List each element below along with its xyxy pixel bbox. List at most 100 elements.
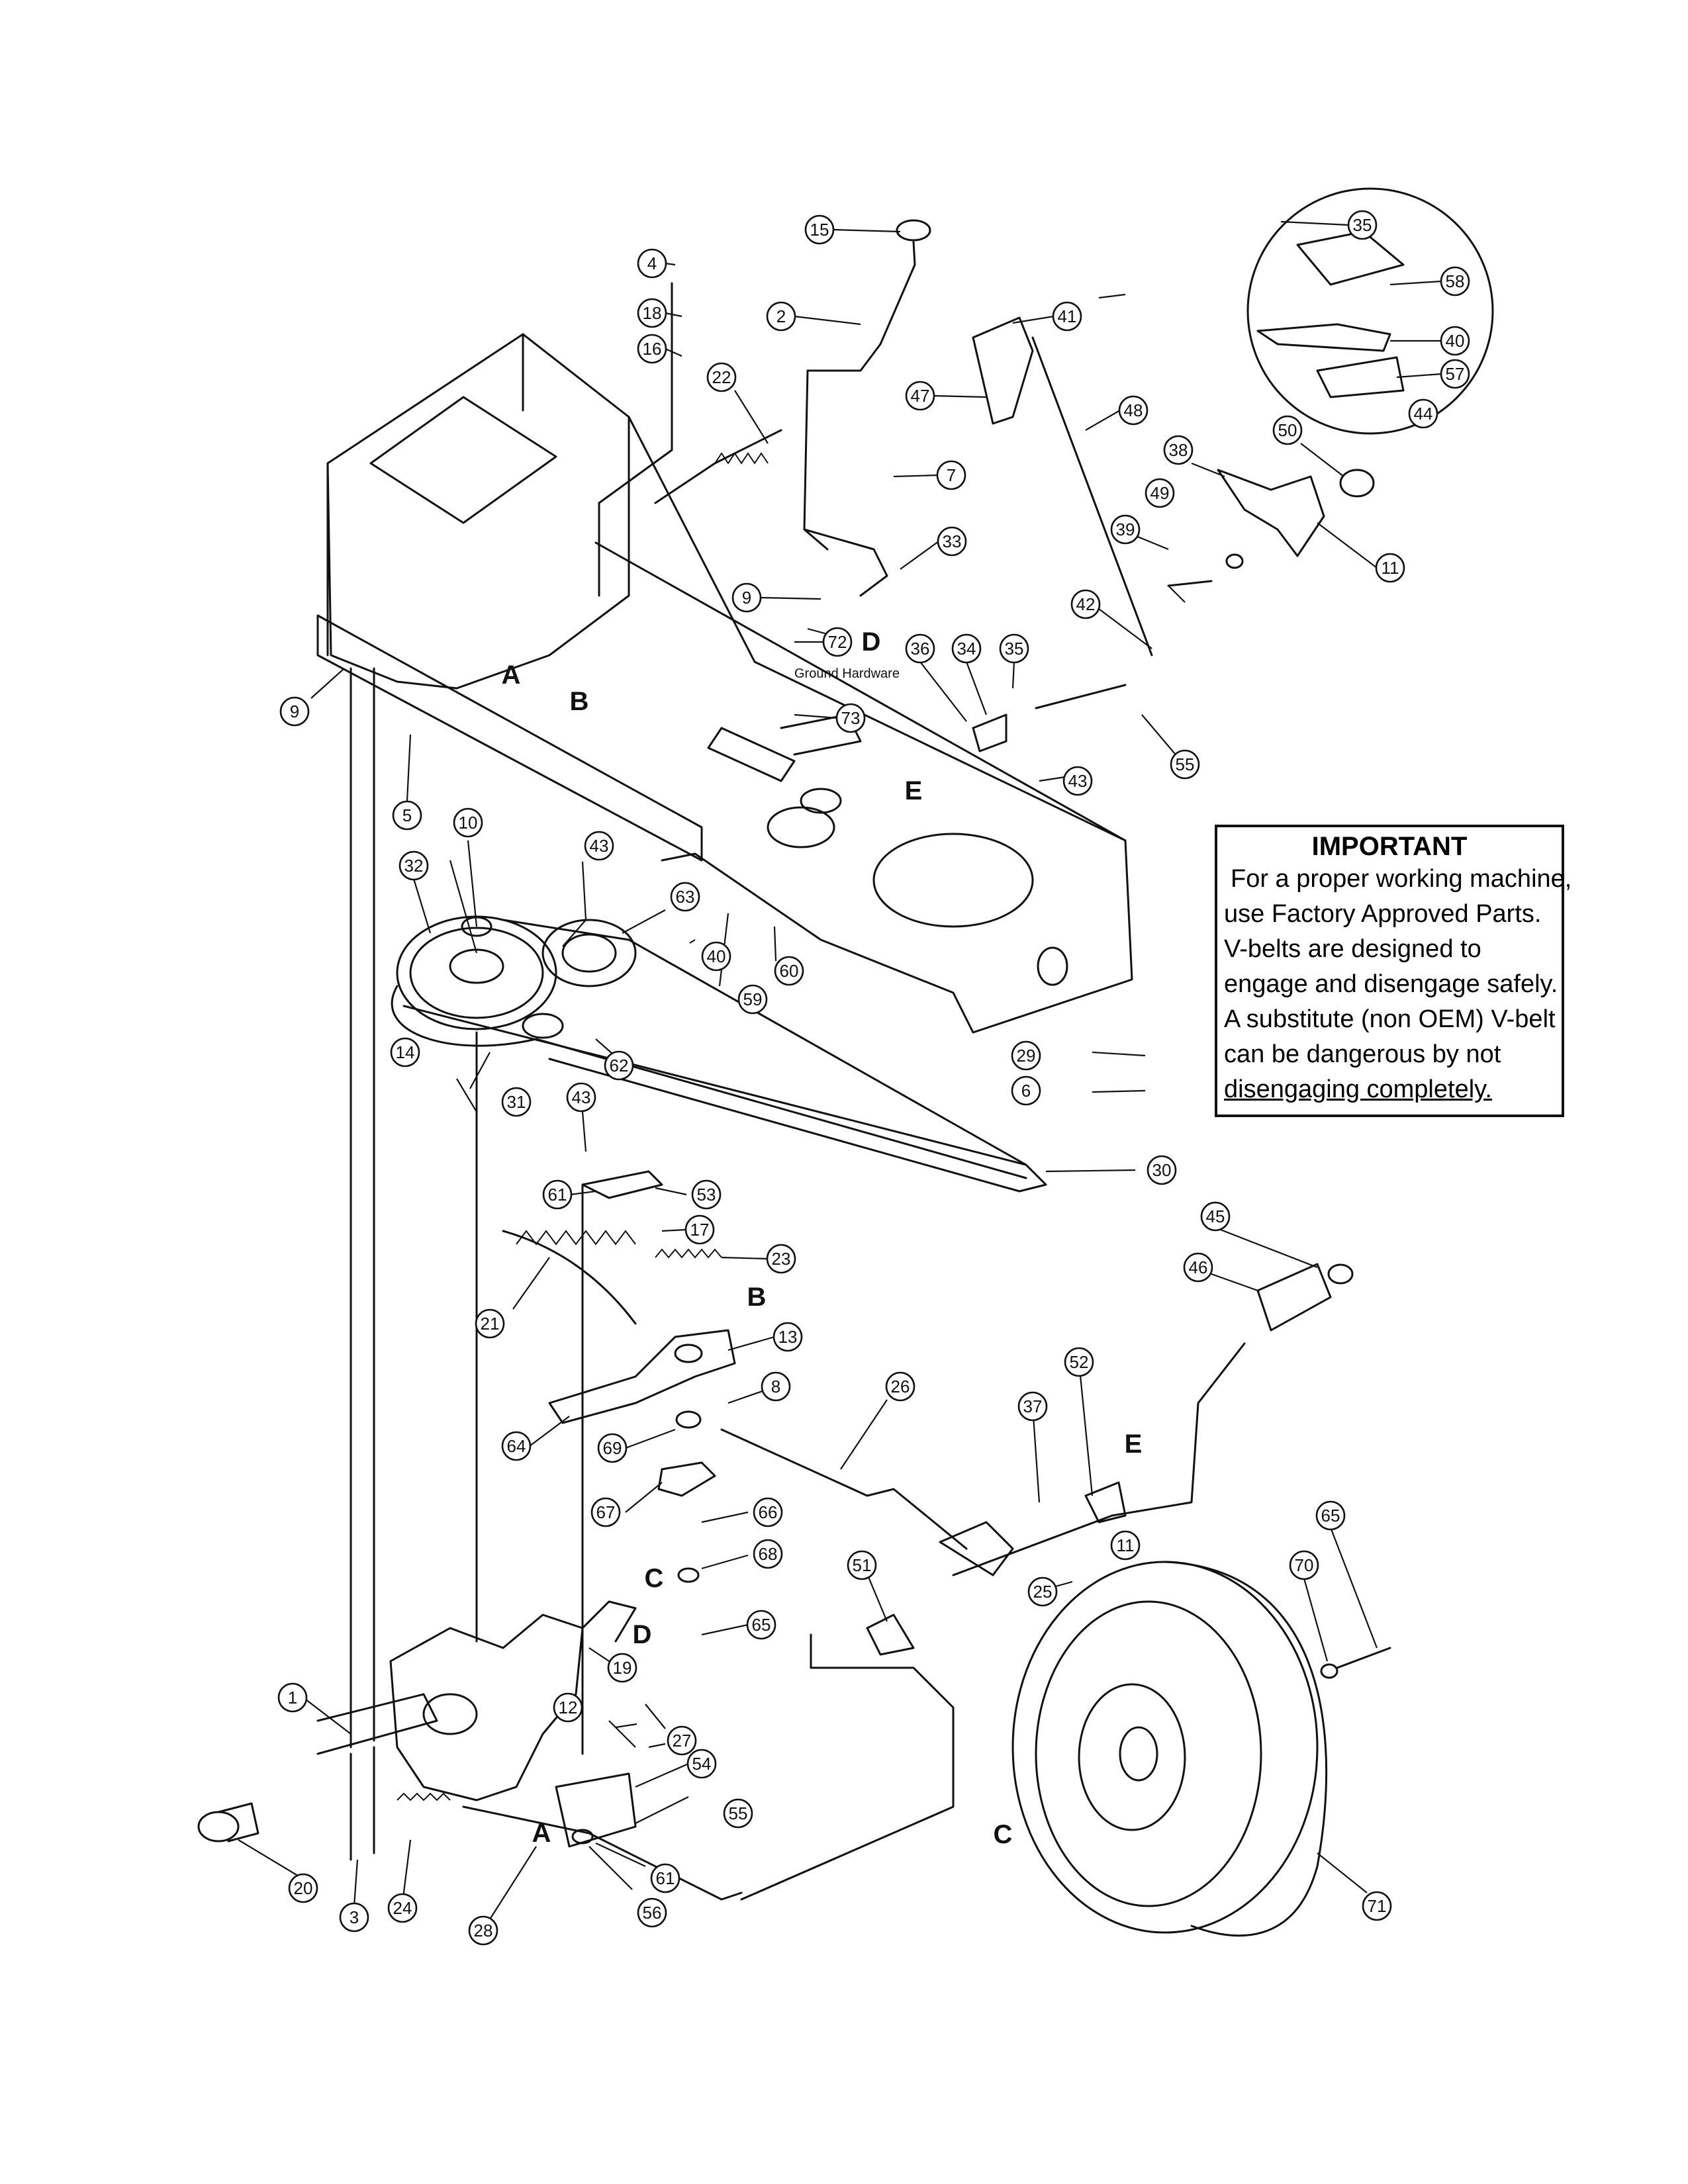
callout-39: 39: [1110, 514, 1141, 545]
callout-61b: 61: [650, 1863, 680, 1893]
bracket-54: [555, 1772, 637, 1848]
callout-49: 49: [1145, 478, 1175, 508]
svg-text:23: 23: [772, 1249, 791, 1269]
callout-1: 1: [277, 1682, 308, 1713]
svg-text:21: 21: [481, 1314, 500, 1334]
svg-text:29: 29: [1017, 1046, 1036, 1066]
callout-11b: 11: [1110, 1530, 1141, 1561]
svg-text:24: 24: [393, 1898, 412, 1918]
svg-text:3: 3: [350, 1907, 359, 1927]
svg-text:43: 43: [1068, 771, 1088, 791]
callout-55a: 55: [1170, 749, 1200, 780]
important-notice-line: A substitute (non OEM) V-belt: [1224, 1005, 1556, 1033]
callout-58: 58: [1440, 266, 1470, 296]
ref-letter-a-bottom: A: [532, 1819, 551, 1848]
callout-31: 31: [501, 1087, 532, 1117]
callout-34: 34: [951, 633, 982, 664]
svg-text:61: 61: [548, 1185, 567, 1205]
svg-text:64: 64: [507, 1436, 526, 1456]
callout-29: 29: [1011, 1040, 1041, 1071]
svg-text:73: 73: [841, 708, 861, 728]
ground-hardware-label: Ground Hardware: [794, 666, 900, 681]
svg-text:20: 20: [294, 1878, 313, 1898]
callout-9b: 9: [279, 696, 310, 727]
important-notice-box: IMPORTANT For a proper working machine, …: [1215, 825, 1571, 1117]
svg-text:22: 22: [712, 367, 731, 387]
svg-text:50: 50: [1278, 420, 1297, 440]
ref-letter-d-top: D: [862, 627, 881, 657]
svg-text:44: 44: [1414, 404, 1433, 424]
svg-text:27: 27: [673, 1731, 692, 1751]
rod-assembly-upper: [598, 282, 673, 597]
svg-text:60: 60: [780, 961, 799, 981]
callout-61a: 61: [542, 1179, 573, 1210]
callout-43b: 43: [584, 831, 614, 861]
callouts: 15 2 4 18 16 22 7 33 9 72 41 47 48 38 50…: [277, 210, 1470, 1946]
callout-8: 8: [761, 1371, 791, 1402]
svg-text:26: 26: [891, 1377, 910, 1396]
important-notice-line: disengaging completely.: [1224, 1075, 1492, 1103]
callout-46: 46: [1183, 1252, 1213, 1283]
callout-69: 69: [597, 1433, 628, 1463]
callout-48: 48: [1118, 395, 1149, 426]
callout-35b: 35: [999, 633, 1029, 664]
callout-57: 57: [1440, 359, 1470, 389]
svg-text:19: 19: [613, 1658, 632, 1678]
callout-47: 47: [905, 381, 935, 411]
svg-text:48: 48: [1124, 400, 1143, 420]
svg-text:66: 66: [759, 1502, 778, 1522]
svg-text:45: 45: [1206, 1206, 1225, 1226]
idler-bracket: [502, 1170, 736, 1583]
svg-text:9: 9: [290, 702, 299, 721]
svg-text:65: 65: [1321, 1506, 1340, 1525]
svg-text:38: 38: [1169, 440, 1188, 460]
svg-text:46: 46: [1189, 1257, 1208, 1277]
callout-43c: 43: [566, 1082, 596, 1113]
svg-text:55: 55: [1176, 754, 1195, 774]
svg-text:40: 40: [707, 946, 726, 966]
callout-43a: 43: [1062, 766, 1093, 796]
callout-6: 6: [1011, 1075, 1041, 1106]
callout-45: 45: [1200, 1201, 1231, 1232]
callout-16: 16: [637, 334, 667, 364]
callout-68: 68: [753, 1539, 783, 1569]
svg-text:36: 36: [911, 639, 930, 659]
spring-22: [654, 429, 782, 504]
callout-13: 13: [773, 1322, 803, 1352]
callout-40a: 40: [1440, 326, 1470, 356]
callout-38: 38: [1163, 435, 1194, 465]
ref-letter-b-mid: B: [747, 1283, 767, 1312]
callout-26: 26: [885, 1371, 915, 1402]
ref-letter-e-top: E: [905, 776, 923, 805]
callout-65b: 65: [1315, 1500, 1346, 1531]
callout-51: 51: [847, 1550, 877, 1580]
callout-32: 32: [399, 850, 429, 881]
svg-text:69: 69: [603, 1438, 622, 1458]
svg-text:42: 42: [1076, 594, 1096, 614]
callout-64: 64: [501, 1431, 532, 1461]
callout-10: 10: [453, 807, 483, 838]
long-rods: [350, 667, 584, 1755]
callout-15: 15: [804, 214, 835, 245]
svg-text:43: 43: [572, 1087, 591, 1107]
callout-65a: 65: [746, 1610, 776, 1640]
svg-text:47: 47: [911, 386, 930, 406]
svg-text:17: 17: [690, 1220, 710, 1240]
callout-62: 62: [604, 1050, 634, 1081]
svg-text:34: 34: [957, 639, 976, 659]
callout-7: 7: [936, 460, 966, 490]
svg-text:7: 7: [947, 465, 956, 485]
callout-28: 28: [468, 1915, 498, 1946]
svg-text:35: 35: [1005, 639, 1024, 659]
svg-text:43: 43: [590, 836, 609, 856]
important-notice-line: V-belts are designed to: [1224, 935, 1481, 963]
svg-text:12: 12: [559, 1698, 578, 1717]
callout-67: 67: [590, 1497, 621, 1527]
callout-4: 4: [637, 248, 667, 279]
svg-text:15: 15: [810, 220, 829, 240]
svg-text:35: 35: [1353, 215, 1372, 235]
svg-text:58: 58: [1446, 271, 1465, 291]
callout-44: 44: [1408, 398, 1438, 429]
svg-text:14: 14: [396, 1042, 415, 1062]
